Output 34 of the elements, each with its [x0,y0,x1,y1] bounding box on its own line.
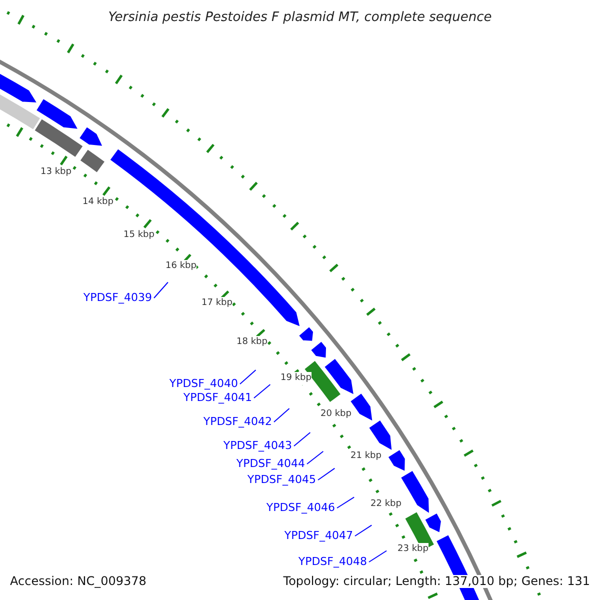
leader-line [368,550,388,562]
tick-label: 17 kbp [202,297,232,310]
leader-line [240,370,256,384]
leader-line [254,384,271,398]
tick-label: 15 kbp [124,229,154,242]
tick-label: 14 kbp [82,196,114,209]
tick-label: 16 kbp [166,260,196,273]
tick-label: 19 kbp [280,372,312,385]
gene-label: YPDSF_4043 [223,439,292,452]
accession-note: Accession: NC_009378 [10,575,146,588]
tick-label: 23 kbp [398,543,428,556]
gene-label: YPDSF_4041 [183,391,252,404]
leader-line [354,524,372,536]
tick-label: 22 kbp [370,498,402,511]
leader-line [336,496,355,508]
gene-label: YPDSF_4046 [266,501,335,514]
tick-label: 18 kbp [236,336,268,349]
leader-line [306,450,324,464]
gene-label: YPDSF_4042 [203,415,272,428]
tick-label: 13 kbp [40,166,72,179]
leader-line [318,468,336,480]
tick-label: 20 kbp [320,408,352,421]
gene-label: YPDSF_4048 [298,555,367,568]
title: Yersinia pestis Pestoides F plasmid MT, complete sequence [108,11,492,24]
gene-label: YPDSF_4040 [169,377,238,390]
leader-line [274,408,290,422]
gene-label: YPDSF_4044 [236,457,305,470]
leader-line [154,282,168,298]
gene-label: YPDSF_4047 [284,529,353,542]
leader-line [294,432,311,446]
gene-label: YPDSF_4045 [247,473,316,486]
tick-label: 21 kbp [350,450,382,463]
sequence-info: Topology: circular; Length: 137,010 bp; Genes: 131 [283,575,590,588]
gene-label: YPDSF_4039 [83,291,152,304]
